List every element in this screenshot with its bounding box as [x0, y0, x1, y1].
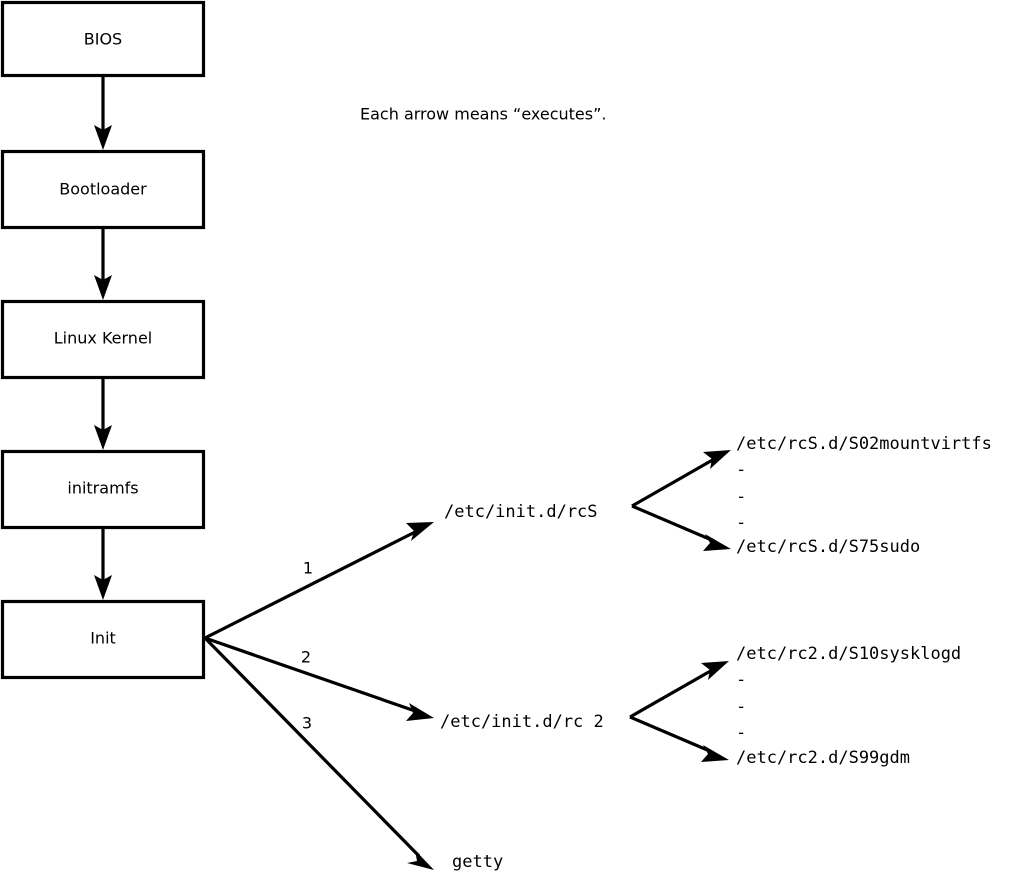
diagram-caption: Each arrow means “executes”. — [360, 105, 606, 124]
init-box — [0, 599, 206, 680]
arrowhead-icon — [94, 275, 112, 300]
initramfs-box — [0, 449, 206, 530]
arrowhead-icon — [94, 575, 112, 600]
arrowhead-icon — [94, 125, 112, 150]
rc2-ellipsis-dash-2: - — [736, 697, 746, 717]
arrow-initramfs-to-init — [94, 528, 112, 600]
node-linux-kernel: Linux Kernel — [0, 299, 206, 380]
bootloader-box — [0, 149, 206, 230]
rcs-ellipsis-dash-1: - — [736, 460, 746, 480]
branch-number-2: 2 — [301, 648, 311, 667]
getty-label: getty — [452, 852, 503, 872]
arrowhead-icon — [703, 534, 731, 551]
arrow-rc2-to-first-script — [629, 661, 729, 719]
linux-kernel-box — [0, 299, 206, 380]
rcs-ellipsis-dash-3: - — [736, 513, 746, 533]
arrowhead-icon — [94, 425, 112, 450]
rc2-ellipsis-dash-3: - — [736, 723, 746, 743]
bios-label: BIOS — [84, 30, 122, 49]
node-bios: BIOS — [0, 0, 206, 78]
rcs-ellipsis-dash-2: - — [736, 487, 746, 507]
linux-kernel-label: Linux Kernel — [54, 329, 152, 348]
arrow-kernel-to-initramfs — [94, 378, 112, 450]
node-bootloader: Bootloader — [0, 149, 206, 230]
branch-number-3: 3 — [302, 714, 312, 733]
rc2-first-script-label: /etc/rc2.d/S10sysklogd — [736, 644, 961, 664]
arrowhead-icon — [406, 522, 434, 541]
initramfs-label: initramfs — [67, 479, 138, 498]
node-init: Init — [0, 599, 206, 680]
arrowhead-icon — [703, 450, 731, 469]
node-initramfs: initramfs — [0, 449, 206, 530]
rc2-script-label: /etc/init.d/rc 2 — [440, 712, 604, 732]
arrowhead-icon — [406, 703, 434, 721]
arrow-init-to-rcs: 1 — [204, 522, 434, 640]
arrow-bootloader-to-kernel — [94, 228, 112, 300]
arrowhead-icon — [701, 661, 729, 680]
rc2-last-script-label: /etc/rc2.d/S99gdm — [736, 748, 910, 768]
bootloader-label: Bootloader — [59, 180, 147, 199]
rcs-first-script-label: /etc/rcS.d/S02mountvirtfs — [736, 434, 992, 454]
arrow-init-to-rc2: 2 — [204, 636, 434, 721]
rc2-ellipsis-dash-1: - — [736, 670, 746, 690]
bios-box — [0, 0, 206, 78]
rcs-last-script-label: /etc/rcS.d/S75sudo — [736, 537, 920, 557]
branch-number-1: 1 — [303, 559, 313, 578]
arrow-init-to-getty: 3 — [203, 636, 434, 870]
arrowhead-icon — [701, 745, 729, 762]
arrow-rcs-to-first-script — [631, 450, 731, 508]
arrow-rc2-to-last-script — [629, 715, 729, 762]
arrow-rcs-to-last-script — [631, 504, 731, 551]
init-label: Init — [90, 629, 116, 648]
arrow-bios-to-bootloader — [94, 76, 112, 150]
arrowhead-icon — [407, 850, 434, 870]
rcs-script-label: /etc/init.d/rcS — [444, 502, 598, 522]
